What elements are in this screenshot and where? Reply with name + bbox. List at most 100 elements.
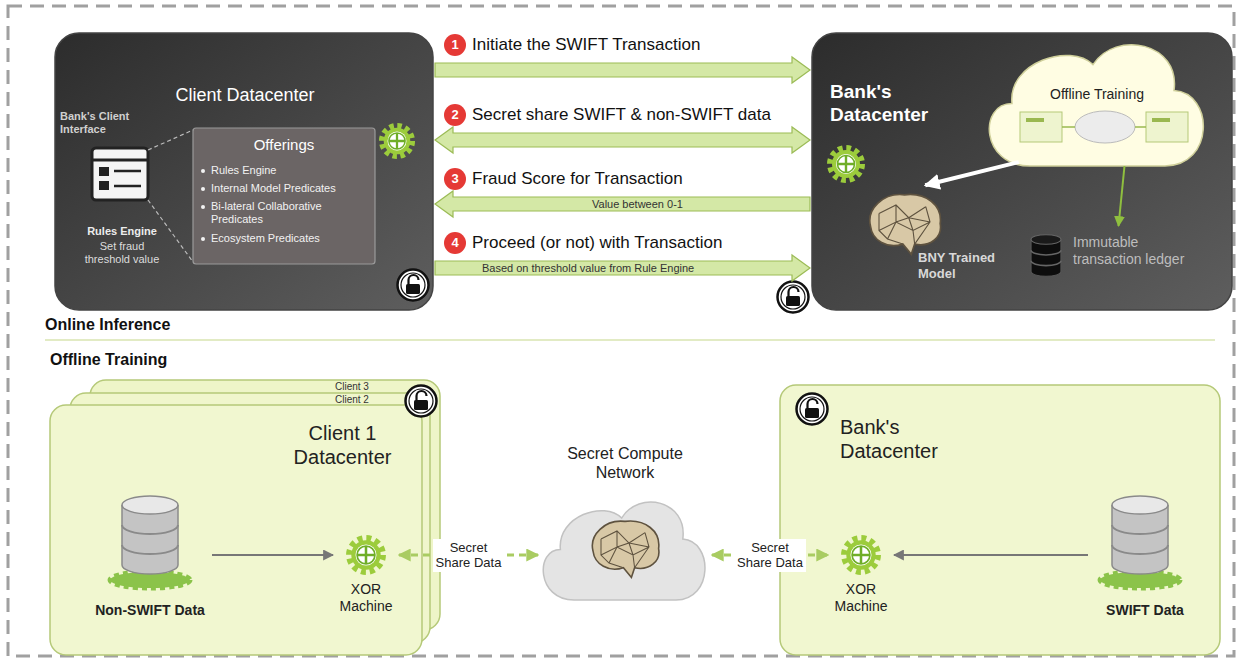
node-text: Ecosystem Predicates bbox=[211, 232, 369, 245]
node-text-slot: Bank's Datacenter bbox=[840, 415, 960, 463]
brain-model-icon bbox=[870, 194, 941, 254]
node-text: Bank's Datacenter bbox=[830, 81, 960, 127]
section-heading-slot: Offline Training bbox=[50, 350, 270, 369]
ledger-node: Immutable transaction ledger bbox=[1025, 226, 1195, 298]
client-tab-label-slot: Client 3 bbox=[335, 381, 395, 393]
compute-cloud: Secret Compute Network bbox=[540, 440, 710, 600]
callout-number-slot: 4 bbox=[444, 232, 466, 254]
callout-number-slot: 3 bbox=[444, 168, 466, 190]
section-heading: Offline Training bbox=[50, 350, 270, 369]
edge-label: Fraud Score for Transaction bbox=[472, 169, 802, 189]
bullet-dot bbox=[201, 187, 205, 191]
node-text: Rules Engine bbox=[211, 164, 369, 177]
node-text: Non-SWIFT Data bbox=[90, 602, 210, 619]
rules-note-slot: Set fraud threshold value bbox=[77, 240, 167, 266]
bullet-dot bbox=[201, 205, 205, 209]
cloud-shape bbox=[543, 502, 705, 600]
rules-note: Set fraud threshold value bbox=[77, 240, 167, 266]
interface-label-slot: Bank's Client Interface bbox=[60, 110, 155, 136]
node-text-slot: Ecosystem Predicates bbox=[211, 232, 369, 245]
node-text: Internal Model Predicates bbox=[211, 182, 369, 195]
panel-shape bbox=[55, 33, 433, 310]
node-text-slot: Internal Model Predicates bbox=[211, 182, 369, 195]
xor-gear-icon bbox=[831, 149, 862, 180]
node-text-slot: SWIFT Data bbox=[1090, 602, 1200, 619]
node-text: Immutable transaction ledger bbox=[1073, 234, 1188, 268]
flow-note: Value between 0-1 bbox=[592, 198, 732, 211]
datacenter-panel: Client 1 DatacenterNon-SWIFT Data XOR Mac… bbox=[50, 405, 422, 655]
outer-frame bbox=[8, 6, 1234, 656]
client-tab-label: Client 2 bbox=[335, 394, 395, 406]
rules-label: Rules Engine bbox=[72, 225, 172, 238]
database-icon bbox=[1112, 496, 1168, 574]
xor-machine-node: XOR Machine bbox=[335, 505, 397, 620]
xor-machine-node: XOR Machine bbox=[830, 505, 892, 620]
callout-number: 3 bbox=[444, 168, 466, 190]
ledger-database-icon bbox=[1031, 235, 1061, 277]
interface-label: Bank's Client Interface bbox=[60, 110, 155, 136]
node-text-slot: XOR Machine bbox=[335, 581, 397, 615]
node-text: Bi-lateral Collaborative Predicates bbox=[211, 200, 369, 226]
flow-arrow bbox=[435, 57, 810, 83]
edge-label-slot: Secret share SWIFT & non-SWIFT data bbox=[472, 105, 802, 125]
callout-number-slot: 2 bbox=[444, 104, 466, 126]
node-text-slot: Client 1 Datacenter bbox=[285, 421, 400, 469]
lock-icon bbox=[406, 386, 437, 417]
callout-number: 2 bbox=[444, 104, 466, 126]
node-text-slot: Bi-lateral Collaborative Predicates bbox=[211, 200, 369, 226]
callout-number: 4 bbox=[444, 232, 466, 254]
flow-arrow bbox=[435, 255, 810, 281]
offerings-box: OfferingsRules EngineInternal Model Pred… bbox=[193, 128, 375, 264]
callout-number-slot: 1 bbox=[444, 34, 466, 56]
node-text: BNY Trained Model bbox=[918, 250, 1003, 281]
connector bbox=[1119, 166, 1125, 226]
bullet-dot bbox=[201, 237, 205, 241]
flow-note-slot: Value between 0-1 bbox=[592, 198, 732, 211]
section-heading: Online Inference bbox=[45, 315, 265, 334]
model-node: BNY Trained Model bbox=[860, 182, 1005, 292]
connector bbox=[925, 162, 1019, 185]
node-text-slot: Immutable transaction ledger bbox=[1073, 234, 1188, 268]
connector bbox=[212, 554, 333, 556]
edge-label-slot: Initiate the SWIFT Transaction bbox=[472, 35, 802, 55]
edge-label: Secret share SWIFT & non-SWIFT data bbox=[472, 105, 802, 125]
datacenter-panel: Bank's Datacenter Offline TrainingBNY Tra… bbox=[812, 33, 1232, 310]
database-node: SWIFT Data bbox=[1090, 490, 1200, 630]
rules-label-slot: Rules Engine bbox=[72, 225, 172, 238]
node-text: Client Datacenter bbox=[140, 85, 350, 107]
panel-shape bbox=[812, 33, 1232, 310]
node-text-slot: Rules Engine bbox=[211, 164, 369, 177]
training-cloud: Offline Training bbox=[985, 36, 1210, 166]
node-text: Client 1 Datacenter bbox=[285, 421, 400, 469]
callout-number: 1 bbox=[444, 34, 466, 56]
flow-note: Based on threshold value from Rule Engin… bbox=[482, 262, 742, 275]
node-text: Offline Training bbox=[1037, 86, 1157, 103]
lock-icon bbox=[398, 270, 429, 301]
datacenter-panel: Client DatacenterOfferingsRules EngineIn… bbox=[55, 33, 433, 310]
xor-gear-icon bbox=[845, 539, 878, 572]
flow-arrow bbox=[435, 191, 810, 217]
node-text-slot: Non-SWIFT Data bbox=[90, 602, 210, 619]
node-text-slot: Secret Compute Network bbox=[550, 444, 700, 482]
node-text: XOR Machine bbox=[830, 581, 892, 615]
node-text-slot: Offline Training bbox=[1037, 86, 1157, 103]
node-text-slot: Bank's Datacenter bbox=[830, 81, 960, 127]
node-text-slot: Offerings bbox=[193, 136, 375, 154]
section-heading-slot: Online Inference bbox=[45, 315, 265, 334]
node-text: SWIFT Data bbox=[1090, 602, 1200, 619]
edge-label: Secret Share Data bbox=[734, 539, 806, 572]
client-tab-label-slot: Client 2 bbox=[335, 394, 395, 406]
edge-label: Initiate the SWIFT Transaction bbox=[472, 35, 802, 55]
flow-note-slot: Based on threshold value from Rule Engin… bbox=[482, 262, 742, 275]
datacenter-panel: Bank's DatacenterXOR MachineSWIFT Data bbox=[780, 385, 1220, 655]
node-text-slot: XOR Machine bbox=[830, 581, 892, 615]
edge-label-slot: Secret Share Data bbox=[433, 539, 505, 572]
database-node: Non-SWIFT Data bbox=[90, 490, 210, 625]
bullet-dot bbox=[201, 169, 205, 173]
cloud-shape bbox=[989, 45, 1203, 166]
edge-label-slot: Fraud Score for Transaction bbox=[472, 169, 802, 189]
xor-gear-icon bbox=[382, 126, 411, 155]
flow-arrow bbox=[435, 127, 810, 153]
edge-label: Secret Share Data bbox=[433, 539, 505, 572]
node-text-slot: Client Datacenter bbox=[140, 85, 350, 107]
